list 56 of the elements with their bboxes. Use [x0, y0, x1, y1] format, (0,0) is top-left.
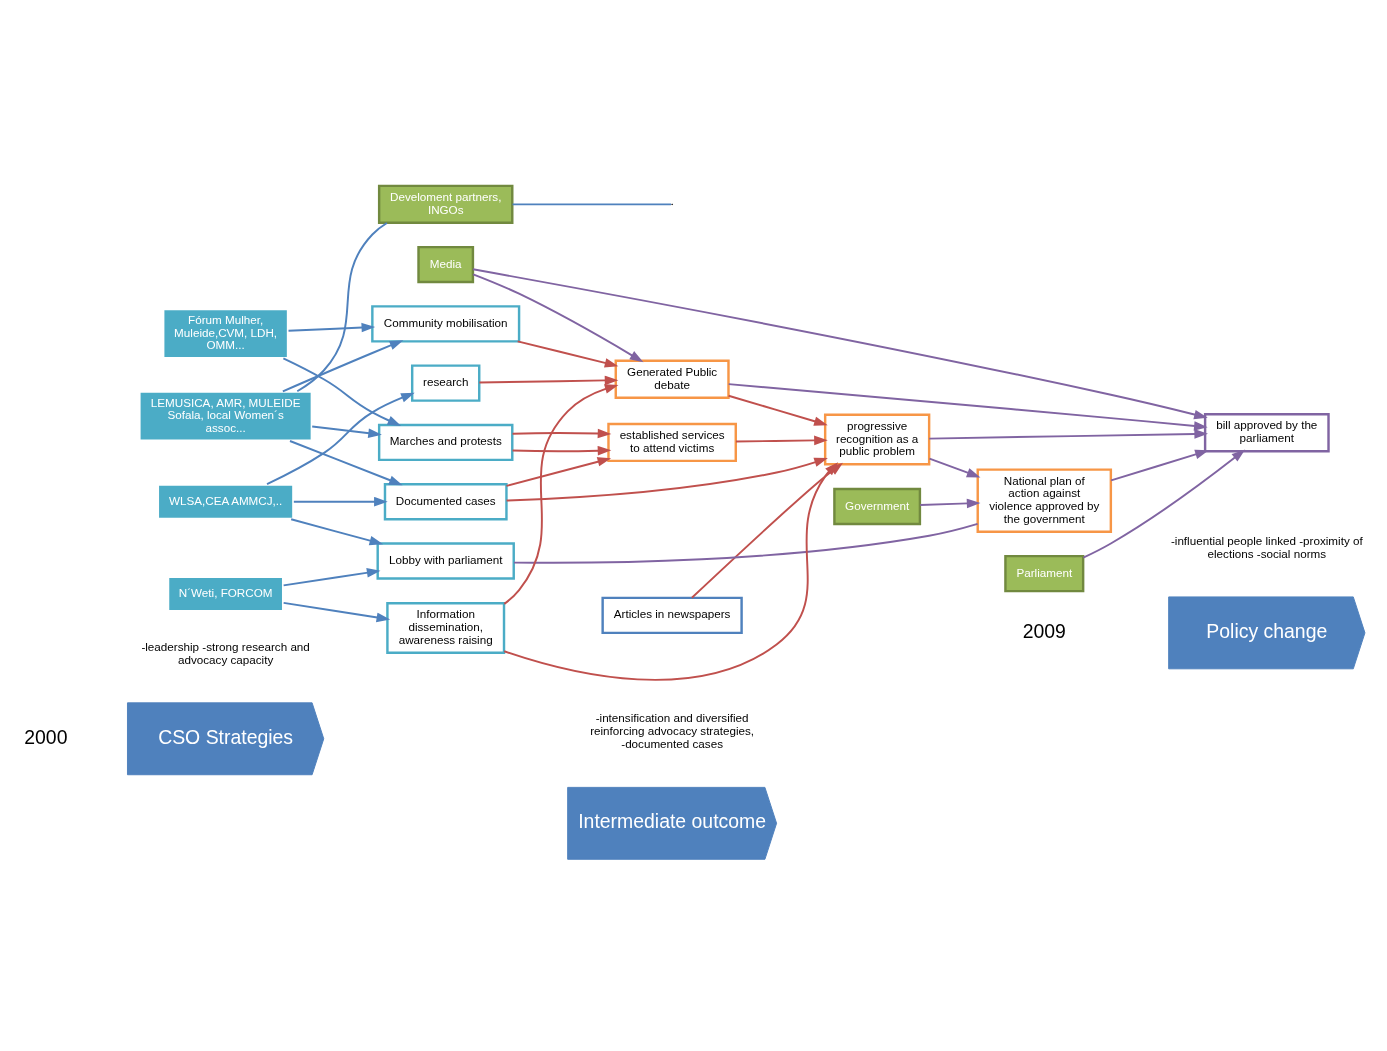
connector — [511, 203, 673, 206]
node-box: research — [410, 364, 481, 402]
arrow — [282, 568, 381, 587]
node-box: Articles in newspapers — [601, 596, 743, 635]
arrow — [282, 357, 402, 427]
arrow — [727, 394, 828, 426]
arrow — [287, 322, 376, 333]
node-box: Marches and protests — [377, 423, 514, 462]
arrow — [505, 457, 828, 502]
arrow — [290, 518, 384, 546]
label: 2000 — [24, 725, 68, 748]
arrow — [919, 498, 981, 509]
arrow — [478, 375, 619, 386]
arrow — [928, 429, 1208, 440]
connector — [513, 522, 979, 564]
arrow — [282, 601, 391, 623]
arrow — [735, 435, 828, 446]
node-box: WLSA,CEA AMMCJ,.. — [156, 482, 296, 521]
arrow — [511, 445, 612, 456]
arrow — [505, 457, 612, 487]
arrow — [281, 340, 404, 393]
arrow — [503, 462, 839, 681]
arrow — [311, 425, 382, 438]
connector — [296, 222, 388, 393]
node-box: Media — [417, 245, 475, 284]
node-box: bill approved by the parliament — [1203, 413, 1330, 453]
node-box: National plan of action against violence approved by the government — [976, 468, 1113, 534]
arrow — [516, 340, 619, 368]
node-box: Lobby with parliament — [376, 542, 515, 580]
label: -leadership -strong research and advocacy capacity — [141, 639, 310, 666]
arrow — [472, 273, 644, 363]
arrow — [503, 384, 619, 605]
node-box: established services to attend victims — [607, 422, 737, 463]
arrow — [292, 496, 388, 507]
node-box: Documented cases — [383, 483, 508, 521]
arrow — [511, 428, 612, 439]
arrow — [1110, 449, 1209, 482]
arrow — [266, 392, 415, 486]
node-box: progressive recognition as a public problem — [823, 413, 931, 466]
node-box: Generated Public debate — [614, 359, 730, 399]
label: 2009 — [1022, 619, 1066, 642]
arrow — [727, 383, 1208, 431]
label: -influential people linked -proximity of elections -social norms — [1170, 534, 1363, 560]
node-box: Parliament — [1004, 554, 1085, 593]
node-box: Information dissemination, awareness raising — [386, 602, 506, 654]
node-box: Fórum Mulher, Muleide,CVM, LDH, OMM... — [161, 307, 290, 360]
node-box: LEMUSICA, AMR, MULEIDE Sofala, local Women´s assoc... — [137, 389, 314, 443]
label: -intensification and diversified reinforcing advocacy strategies, -documented cases — [590, 711, 755, 750]
node-box: Government — [833, 487, 922, 526]
node-box: N´Weti, FORCOM — [166, 575, 285, 613]
arrow — [928, 457, 981, 478]
arrow — [1082, 449, 1246, 559]
arrow — [472, 268, 1208, 420]
node-box: Community mobilisation — [371, 305, 521, 343]
arrow — [289, 440, 403, 486]
node-box: Develoment partners, INGOs — [377, 184, 514, 225]
